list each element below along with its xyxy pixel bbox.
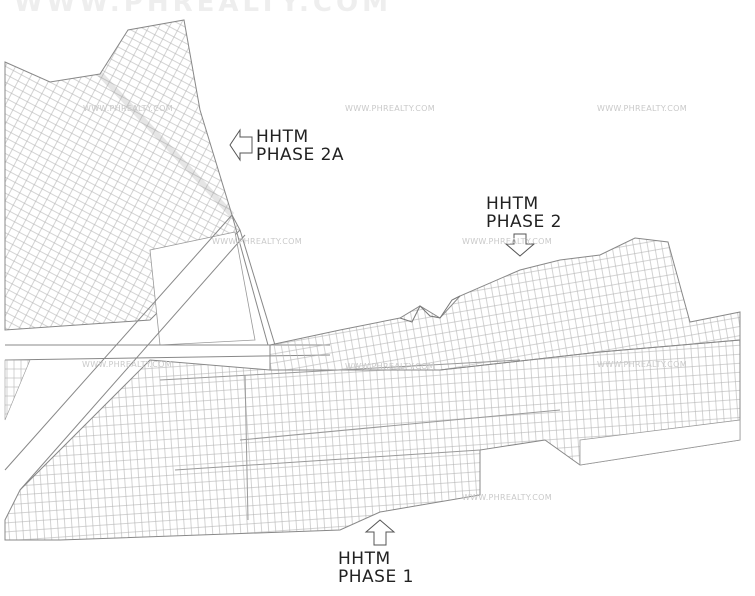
label-line: PHASE 2A [256, 145, 345, 165]
watermark: WWW.PHREALTY.COM [82, 360, 172, 369]
label-line: PHASE 2 [486, 212, 562, 232]
watermark: WWW.PHREALTY.COM [345, 104, 435, 113]
arrow-down-icon [504, 233, 536, 257]
label-line: HHTM [338, 549, 391, 569]
arrow-up-icon [364, 519, 396, 546]
watermark: WWW.PHREALTY.COM [212, 237, 302, 246]
label-phase-2a: HHTM PHASE 2A [256, 128, 344, 164]
label-phase-1: HHTM PHASE 1 [338, 550, 414, 586]
watermark: WWW.PHREALTY.COM [597, 104, 687, 113]
hatched-area [4, 359, 31, 421]
label-line: HHTM [256, 127, 309, 147]
watermark: WWW.PHREALTY.COM [83, 104, 173, 113]
watermark: WWW.PHREALTY.COM [462, 237, 552, 246]
arrow-left-icon [229, 128, 253, 162]
watermark: WWW.PHREALTY.COM [462, 493, 552, 502]
watermark-banner: WWW.PHREALTY.COM [14, 0, 392, 18]
label-phase-2: HHTM PHASE 2 [486, 195, 562, 231]
label-line: PHASE 1 [338, 567, 414, 587]
label-line: HHTM [486, 194, 539, 214]
phase-1-area [4, 339, 741, 541]
watermark: WWW.PHREALTY.COM [345, 362, 435, 371]
watermark: WWW.PHREALTY.COM [597, 360, 687, 369]
phase-2a-area [4, 19, 276, 346]
